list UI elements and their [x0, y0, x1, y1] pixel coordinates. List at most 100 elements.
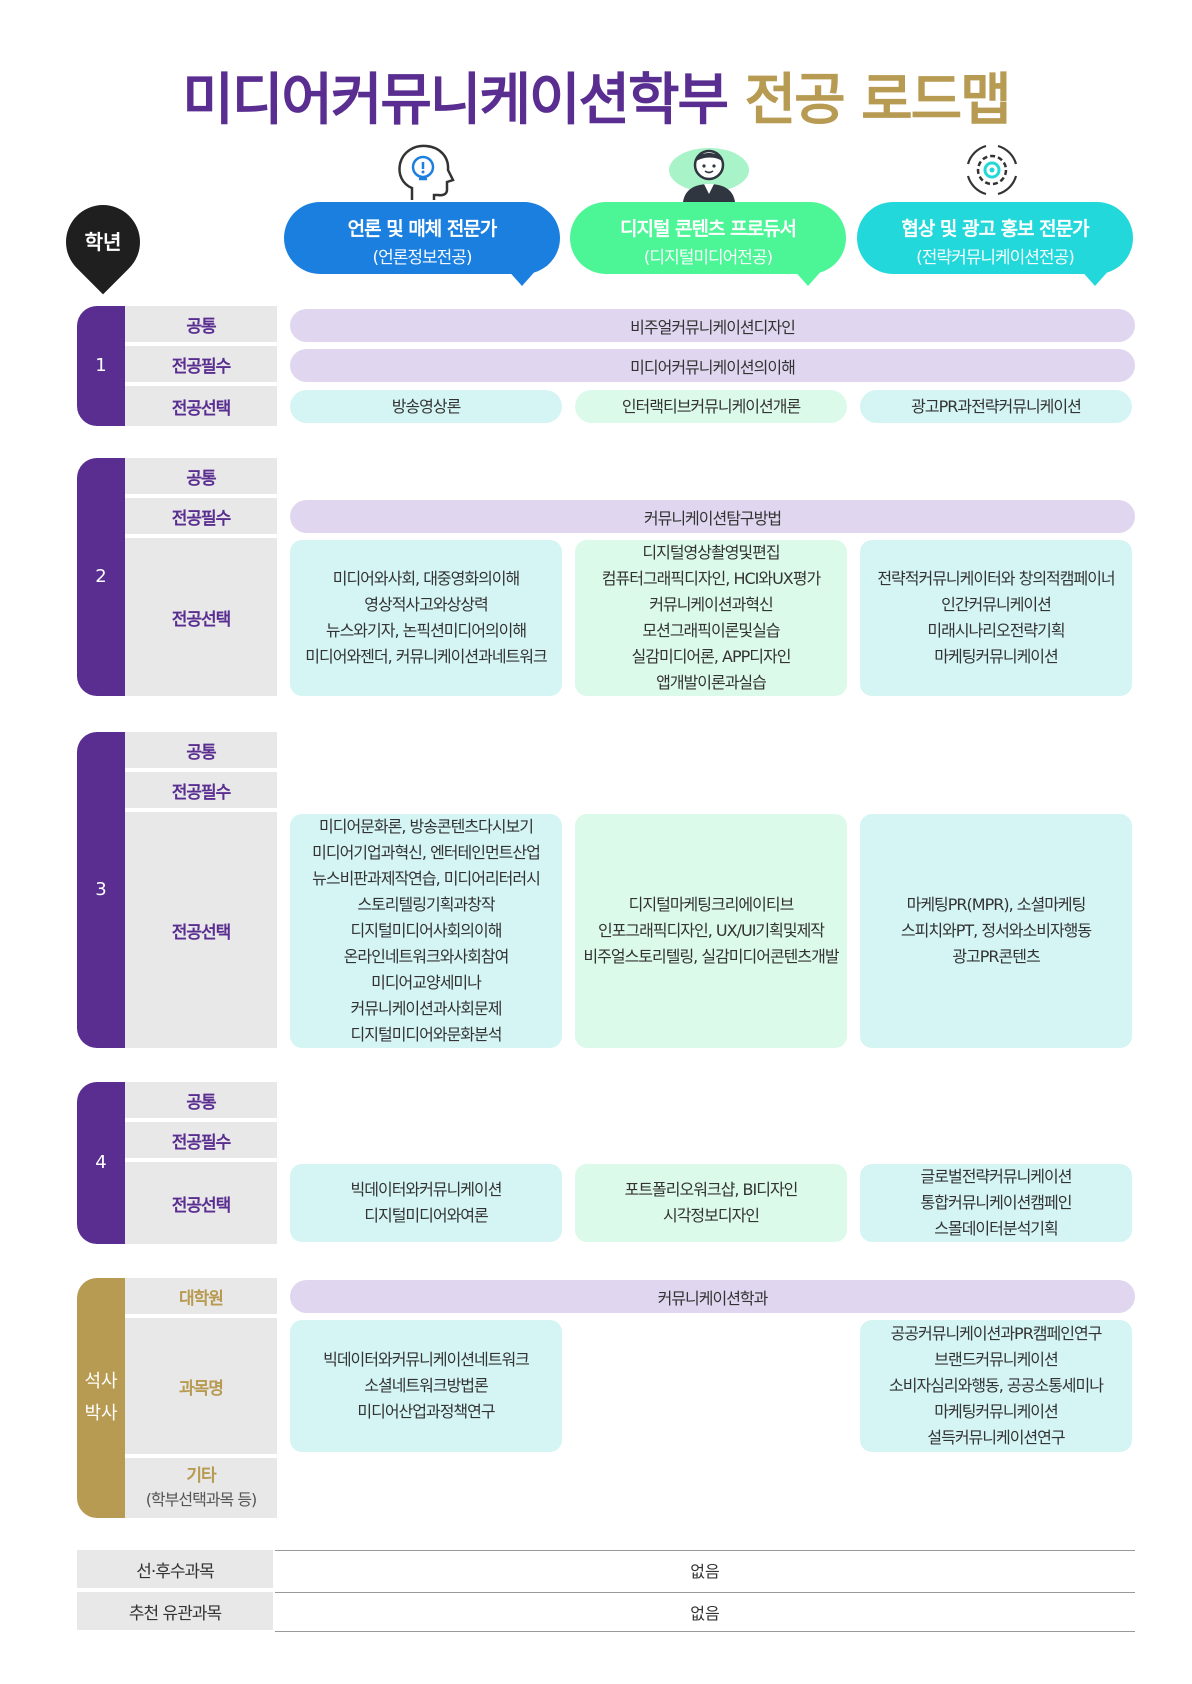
- row-label-elective: 전공선택: [125, 812, 277, 1048]
- course-item: 전략적커뮤니케이터와 창의적캠페이너: [877, 569, 1115, 588]
- course-item: 스토리텔링기획과창작: [357, 895, 495, 914]
- year-1-bar: 1: [77, 306, 125, 426]
- course-item: 브랜드커뮤니케이션: [934, 1350, 1058, 1369]
- course-item: 미디어산업과정책연구: [357, 1402, 495, 1421]
- course-item: 디지털미디어와문화분석: [350, 1025, 503, 1044]
- course-item: 미디어교양세미나: [371, 973, 482, 992]
- page-title: 미디어커뮤니케이션학부 전공 로드맵: [0, 55, 1192, 136]
- year-4-elective-strategic: 글로벌전략커뮤니케이션 통합커뮤니케이션캠페인 스몰데이터분석기획: [860, 1164, 1132, 1242]
- course-item: 디지털마케팅크리에이티브: [628, 895, 795, 914]
- course-item: 스피치와PT, 정서와소비자행동: [900, 921, 1092, 940]
- gear-icon: [966, 144, 1018, 196]
- course-item: 마케팅커뮤니케이션: [934, 647, 1058, 666]
- track-subtitle: (디지털미디어전공): [643, 248, 773, 268]
- title-department: 미디어커뮤니케이션학부: [182, 68, 729, 133]
- course-item: 소셜네트워크방법론: [364, 1376, 488, 1395]
- row-label-common: 공통: [125, 306, 277, 342]
- row-label-elective: 전공선택: [125, 1162, 277, 1244]
- year-1-elective-digital: 인터랙티브커뮤니케이션개론: [575, 390, 847, 423]
- course-item: 인포그래픽디자인, UX/UI기획및제작: [597, 921, 825, 940]
- row-label-common: 공통: [125, 1082, 277, 1118]
- row-label-required: 전공필수: [125, 498, 277, 534]
- course-item: 공공커뮤니케이션과PR캠페인연구: [890, 1324, 1103, 1343]
- course-item: 디지털미디어와여론: [364, 1206, 488, 1225]
- graduate-courses-strategic: 공공커뮤니케이션과PR캠페인연구 브랜드커뮤니케이션 소비자심리와행동, 공공소…: [860, 1320, 1132, 1452]
- course-item: 스몰데이터분석기획: [934, 1219, 1058, 1238]
- course-item: 글로벌전략커뮤니케이션: [920, 1167, 1073, 1186]
- year-1-common-course: 비주얼커뮤니케이션디자인: [290, 309, 1135, 342]
- row-label-required: 전공필수: [125, 346, 277, 382]
- graduate-courses-journalism: 빅데이터와커뮤니케이션네트워크 소셜네트워크방법론 미디어산업과정책연구: [290, 1320, 562, 1452]
- year-3-bar: 3: [77, 732, 125, 1048]
- year-2-elective-strategic: 전략적커뮤니케이터와 창의적캠페이너 인간커뮤니케이션 미래시나리오전략기획 마…: [860, 540, 1132, 696]
- course-item: 소비자심리와행동, 공공소통세미나: [889, 1376, 1104, 1395]
- course-item: 미디어와사회, 대중영화의이해: [332, 569, 521, 588]
- track-title: 협상 및 광고 홍보 전문가: [901, 218, 1089, 240]
- course-item: 커뮤니케이션과사회문제: [350, 999, 503, 1018]
- year-1-required-course: 미디어커뮤니케이션의이해: [290, 349, 1135, 382]
- row-label-elective: 전공선택: [125, 386, 277, 426]
- track-title: 언론 및 매체 전문가: [347, 218, 498, 240]
- course-item: 영상적사고와상상력: [364, 595, 488, 614]
- graduate-bar: 석사 박사: [77, 1278, 125, 1518]
- course-item: 통합커뮤니케이션캠페인: [920, 1193, 1073, 1212]
- year-1-elective-journalism: 방송영상론: [290, 390, 562, 423]
- course-item: 빅데이터와커뮤니케이션: [350, 1180, 503, 1199]
- year-4-bar: 4: [77, 1082, 125, 1244]
- course-item: 광고PR콘텐츠: [952, 947, 1040, 966]
- track-strategic-header: 협상 및 광고 홍보 전문가 (전략커뮤니케이션전공): [857, 202, 1133, 286]
- course-item: 미디어기업과혁신, 엔터테인먼트산업: [312, 843, 541, 862]
- course-item: 모션그래픽이론및실습: [642, 621, 780, 640]
- year-3-elective-digital: 디지털마케팅크리에이티브 인포그래픽디자인, UX/UI기획및제작 비주얼스토리…: [575, 814, 847, 1048]
- course-item: 미디어문화론, 방송콘텐츠다시보기: [319, 817, 534, 836]
- year-3-elective-journalism: 미디어문화론, 방송콘텐츠다시보기 미디어기업과혁신, 엔터테인먼트산업 뉴스비…: [290, 814, 562, 1048]
- row-label-elective: 전공선택: [125, 538, 277, 696]
- other-sublabel: (학부선택과목 등): [145, 1490, 258, 1509]
- other-label: 기타: [186, 1466, 216, 1486]
- track-subtitle: (전략커뮤니케이션전공): [916, 248, 1075, 268]
- course-item: 컴퓨터그래픽디자인, HCI와UX평가: [601, 569, 821, 588]
- course-item: 뉴스비판과제작연습, 미디어리터러시: [312, 869, 541, 888]
- row-label-required: 전공필수: [125, 772, 277, 808]
- track-digital-header: 디지털 콘텐츠 프로듀서 (디지털미디어전공): [570, 202, 846, 286]
- grade-label: 학년: [84, 230, 122, 254]
- row-label-common: 공통: [125, 458, 277, 494]
- course-item: 빅데이터와커뮤니케이션네트워크: [323, 1350, 530, 1369]
- course-item: 뉴스와기자, 논픽션미디어의이해: [325, 621, 527, 640]
- course-item: 미래시나리오전략기획: [927, 621, 1065, 640]
- person-icon: [669, 148, 749, 202]
- course-item: 앱개발이론과실습: [656, 673, 767, 692]
- course-item: 마케팅커뮤니케이션: [934, 1402, 1058, 1421]
- course-item: 비주얼스토리텔링, 실감미디어콘텐츠개발: [583, 947, 839, 966]
- course-item: 실감미디어론, APP디자인: [631, 647, 792, 666]
- year-1-elective-strategic: 광고PR과전략커뮤니케이션: [860, 390, 1132, 423]
- year-4-elective-digital: 포트폴리오워크샵, BI디자인 시각정보디자인: [575, 1164, 847, 1242]
- year-2-bar: 2: [77, 458, 125, 696]
- year-2-elective-journalism: 미디어와사회, 대중영화의이해 영상적사고와상상력 뉴스와기자, 논픽션미디어의…: [290, 540, 562, 696]
- course-item: 시각정보디자인: [662, 1206, 760, 1225]
- graduate-department: 커뮤니케이션학과: [290, 1280, 1135, 1313]
- track-title: 디지털 콘텐츠 프로듀서: [619, 218, 797, 240]
- course-item: 설득커뮤니케이션연구: [927, 1428, 1065, 1447]
- course-item: 온라인네트워크와사회참여: [343, 947, 510, 966]
- graduate-doctoral-label: 박사: [84, 1403, 118, 1424]
- related-courses-label: 추천 유관과목: [77, 1592, 273, 1630]
- course-item: 마케팅PR(MPR), 소셜마케팅: [906, 895, 1087, 914]
- graduate-masters-label: 석사: [84, 1371, 118, 1392]
- year-4-elective-journalism: 빅데이터와커뮤니케이션 디지털미디어와여론: [290, 1164, 562, 1242]
- row-label-common: 공통: [125, 732, 277, 768]
- year-2-required-course: 커뮤니케이션탐구방법: [290, 500, 1135, 533]
- course-item: 포트폴리오워크샵, BI디자인: [624, 1180, 799, 1199]
- row-label-graduate-school: 대학원: [125, 1278, 277, 1314]
- prerequisite-label: 선·후수과목: [77, 1550, 273, 1588]
- related-courses-value: 없음: [275, 1592, 1135, 1632]
- row-label-required: 전공필수: [125, 1122, 277, 1158]
- year-2-elective-digital: 디지털영상촬영및편집 컴퓨터그래픽디자인, HCI와UX평가 커뮤니케이션과혁신…: [575, 540, 847, 696]
- row-label-other: 기타 (학부선택과목 등): [125, 1458, 277, 1518]
- year-3-elective-strategic: 마케팅PR(MPR), 소셜마케팅 스피치와PT, 정서와소비자행동 광고PR콘…: [860, 814, 1132, 1048]
- head-lightbulb-icon: [398, 144, 455, 200]
- course-item: 디지털미디어사회의이해: [350, 921, 503, 940]
- row-label-course-name: 과목명: [125, 1318, 277, 1454]
- prerequisite-value: 없음: [275, 1550, 1135, 1588]
- course-item: 인간커뮤니케이션: [941, 595, 1052, 614]
